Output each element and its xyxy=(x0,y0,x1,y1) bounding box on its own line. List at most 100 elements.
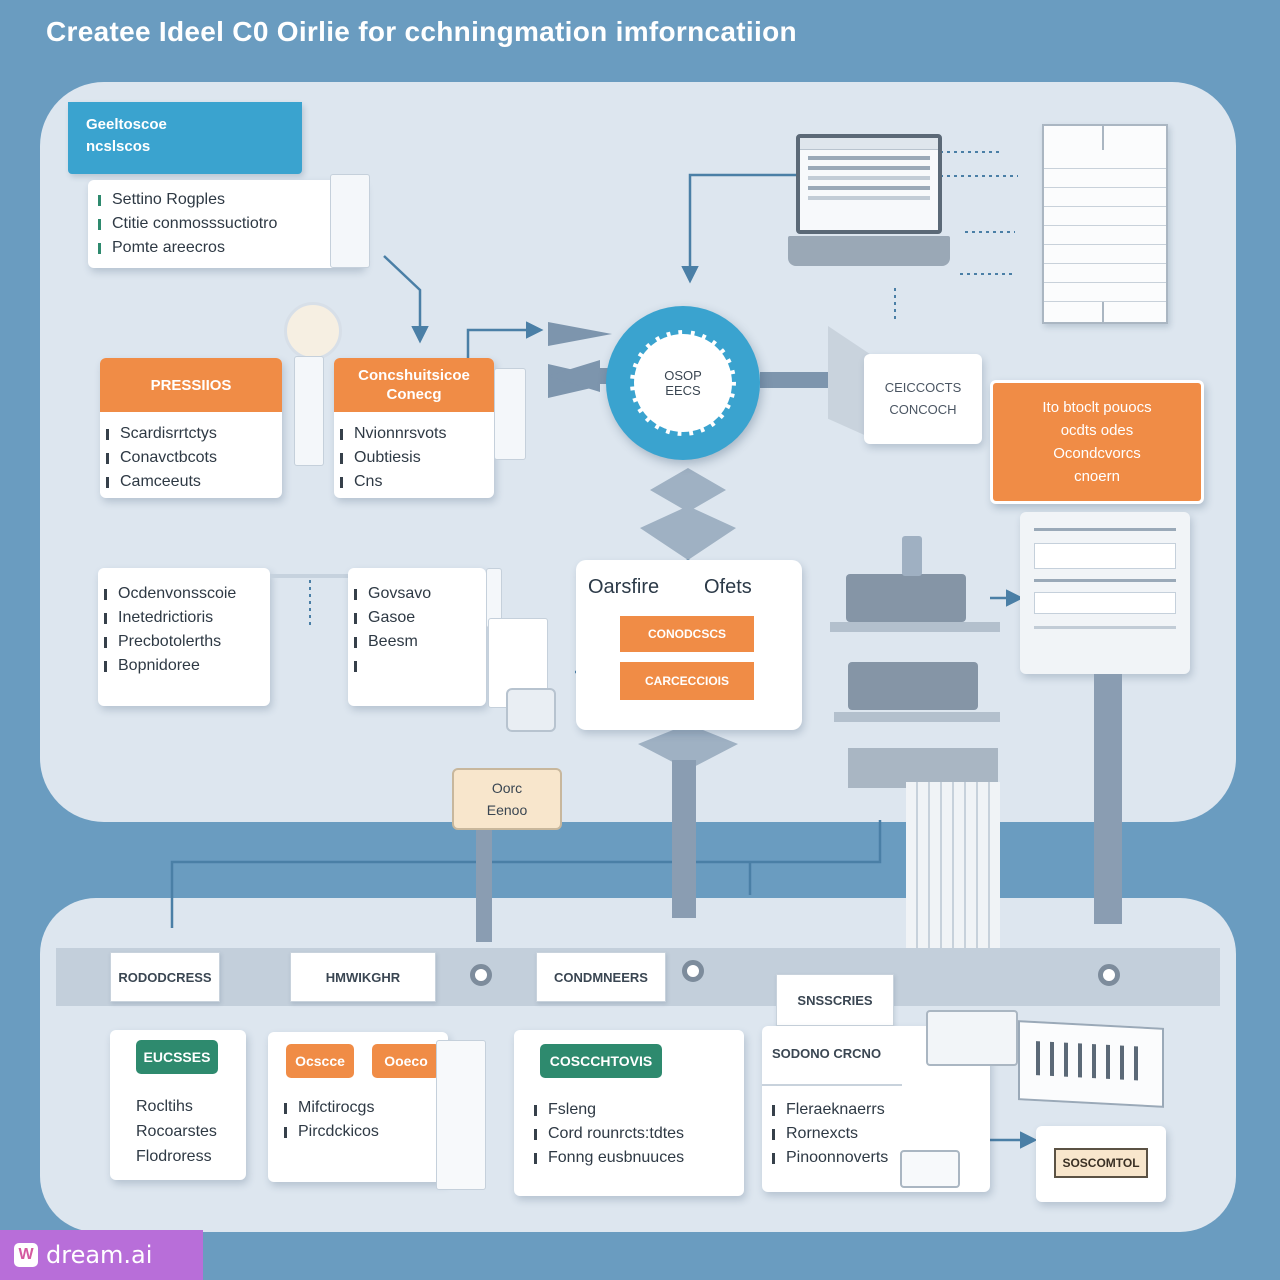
right-card-line1: Ito btoclt pouocs xyxy=(1042,399,1152,416)
list-item: Fleraeknaerrs xyxy=(768,1098,888,1122)
center-step-button-2[interactable]: CARCECCIOIS xyxy=(620,662,754,700)
processes-header: PRESSIIOS xyxy=(100,358,282,412)
box-icon xyxy=(900,1150,960,1188)
list-item: Bopnidoree xyxy=(100,654,270,678)
beacon-column xyxy=(294,356,324,466)
right-card-line2: ocdts odes xyxy=(1060,422,1134,439)
bar-node-icon xyxy=(682,960,704,982)
list-item: Nvionnrsvots xyxy=(336,422,494,446)
card-side-panel xyxy=(330,174,370,268)
list-item: Cord rounrcts:tdtes xyxy=(530,1122,684,1146)
mid-left-card: Ocdenvonsscoie Inetedrictioris Precbotol… xyxy=(98,568,270,706)
list-item: Flodroress xyxy=(136,1148,212,1165)
tag-line2: Eenoo xyxy=(486,802,528,818)
bar-label-1: RODODCRESS xyxy=(110,952,220,1002)
bottom-card-3-header: COSCCHTOVIS xyxy=(540,1044,662,1078)
laptop-screen xyxy=(796,134,942,234)
list-item: Gasoe xyxy=(350,606,486,630)
shelf xyxy=(834,712,1000,722)
conc-card: Concshuitsicoe Conecg Nvionnrsvots Oubti… xyxy=(334,358,494,498)
printer-icon xyxy=(926,1010,1018,1066)
server-antenna-icon xyxy=(902,536,922,576)
tag-line1: Oorc xyxy=(491,780,523,796)
list-item: Scardisrrtctys xyxy=(102,422,282,446)
list-item: Mifctirocgs xyxy=(280,1096,379,1120)
bottom-card-3: COSCCHTOVIS Fsleng Cord rounrcts:tdtes F… xyxy=(514,1030,744,1196)
center-process-box: Oarsfire Ofets CONODCSCS CARCECCIOIS xyxy=(576,560,802,730)
pole xyxy=(476,830,492,942)
hub-label-line2: EECS xyxy=(665,383,701,398)
bottom-card-2-header-2: Ooeco xyxy=(372,1044,440,1078)
list-item: Pircdckicos xyxy=(280,1120,379,1144)
list-item: Ctitie conmosssuctiotro xyxy=(94,212,364,236)
laptop-keyboard xyxy=(788,236,950,266)
bar-label-2: HMWIKGHR xyxy=(290,952,436,1002)
list-item: Precbotolerths xyxy=(100,630,270,654)
conc-header-line1: Concshuitsicoe xyxy=(358,367,470,384)
list-item: Fsleng xyxy=(530,1098,684,1122)
gateway-card: CEICCOCTS CONCOCH xyxy=(864,354,982,444)
bottom-card-1: EUCSSES Rocltihs Rocoarstes Flodroress xyxy=(110,1030,246,1180)
list-item: Pomte areecros xyxy=(94,236,364,260)
shelf xyxy=(830,622,1000,632)
center-title-left: Oarsfire xyxy=(588,576,660,598)
tag-card: Oorc Eenoo xyxy=(452,768,562,830)
conc-header-line2: Conecg xyxy=(386,386,442,403)
list-item: Cns xyxy=(336,470,494,494)
small-sign-card: SOSCOMTOL xyxy=(1036,1126,1166,1202)
processes-card: PRESSIIOS Scardisrrtctys Conavctbcots Ca… xyxy=(100,358,282,498)
hub-label-line1: OSOP xyxy=(664,368,702,383)
list-item: Rocoarstes xyxy=(136,1123,217,1140)
server-unit-icon xyxy=(846,574,966,622)
gateway-label-line2: CONCOCH xyxy=(889,402,957,417)
hub-node: OSOP EECS xyxy=(606,306,760,460)
rail xyxy=(270,574,350,578)
server-unit-icon xyxy=(848,662,978,710)
right-card-line4: cnoern xyxy=(1074,468,1120,485)
list-item: Govsavo xyxy=(350,582,486,606)
bottom-card-4-title: SODONO CRCNO xyxy=(772,1046,882,1061)
bottom-card-2: Ocscce Ooeco Mifctirocgs Pircdckicos xyxy=(268,1032,448,1182)
bar-node-icon xyxy=(1098,964,1120,986)
page-title: Createe Ideel C0 Oirlie for cchningmatio… xyxy=(46,16,797,47)
bar-node-icon xyxy=(470,964,492,986)
right-highlight-card: Ito btoclt pouocs ocdts odes Ocondcvorcs… xyxy=(990,380,1204,504)
pole xyxy=(672,760,696,918)
right-card-line3: Ocondcvorcs xyxy=(1053,445,1141,462)
top-left-header-line1: Geeltoscoe xyxy=(86,116,167,133)
conc-side-panel xyxy=(494,368,526,460)
list-item: Camceeuts xyxy=(102,470,282,494)
list-item: Pinoonnoverts xyxy=(768,1146,888,1170)
bottom-card-1-header: EUCSSES xyxy=(136,1040,218,1074)
watermark: W dream.ai xyxy=(0,1230,203,1280)
list-item: Oubtiesis xyxy=(336,446,494,470)
kiosk-base xyxy=(506,688,556,732)
bar-label-4: SNSSCRIES xyxy=(776,974,894,1026)
list-item: Ocdenvonsscoie xyxy=(100,582,270,606)
list-item: Inetedrictioris xyxy=(100,606,270,630)
gateway-label-line1: CEICCOCTS xyxy=(884,380,962,395)
list-item: Conavctbcots xyxy=(102,446,282,470)
chart-board-icon xyxy=(1018,1020,1164,1108)
right-form-panel xyxy=(1020,512,1190,674)
server-rack-top xyxy=(848,748,998,788)
top-left-card: Settino Rogples Ctitie conmosssuctiotro … xyxy=(88,180,364,268)
list-item: Fonng eusbnuuces xyxy=(530,1146,684,1170)
small-sign-label: SOSCOMTOL xyxy=(1054,1148,1148,1178)
pole xyxy=(1094,674,1122,924)
list-item: Rocltihs xyxy=(136,1098,193,1115)
center-step-button-1[interactable]: CONODCSCS xyxy=(620,616,754,652)
bottom-card-2-header-1: Ocscce xyxy=(286,1044,354,1078)
beacon-icon xyxy=(284,302,342,360)
list-item: Settino Rogples xyxy=(94,188,364,212)
fold-panel xyxy=(436,1040,486,1190)
top-left-header-line2: ncslscos xyxy=(86,138,151,155)
center-title-right: Ofets xyxy=(704,576,752,598)
watermark-text: dream.ai xyxy=(46,1241,153,1269)
bar-label-3: CONDMNEERS xyxy=(536,952,666,1002)
top-left-header: Geeltoscoe ncslscos xyxy=(68,102,302,174)
mid-left2-card: Govsavo Gasoe Beesm xyxy=(348,568,486,706)
list-item: Rornexcts xyxy=(768,1122,888,1146)
dream-logo-icon: W xyxy=(14,1243,38,1267)
list-item: Beesm xyxy=(350,630,486,654)
